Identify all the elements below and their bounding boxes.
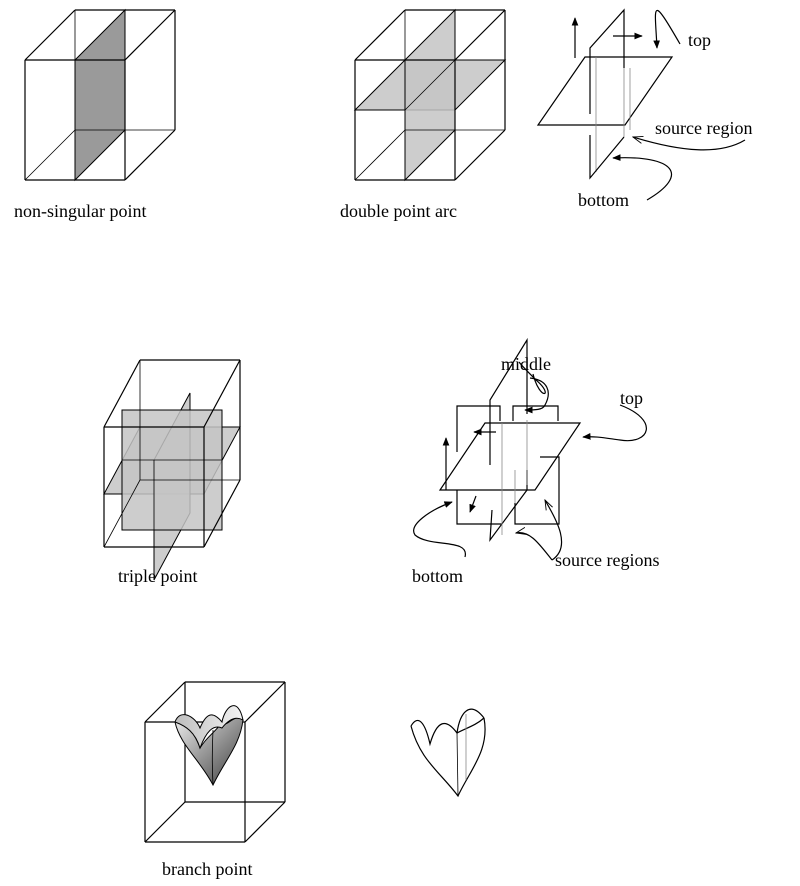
double-point-arc-figure xyxy=(355,10,505,180)
label-middle: middle xyxy=(501,354,551,374)
vertical-plane-lower xyxy=(590,135,624,178)
label-bottom: bottom xyxy=(578,190,629,210)
label-source-region: source region xyxy=(655,118,752,138)
label-triple-point: triple point xyxy=(118,566,198,586)
vertical-sheet xyxy=(75,10,125,180)
label-branch-point: branch point xyxy=(162,859,252,879)
normal-arrow-down xyxy=(470,496,476,512)
label-double-point-arc: double point arc xyxy=(340,201,457,221)
source-region-pointer xyxy=(633,137,745,150)
bottom-pointer xyxy=(414,502,466,557)
label-source-regions: source regions xyxy=(555,550,659,570)
non-singular-point-figure xyxy=(25,10,175,180)
double-point-arc-sheets xyxy=(538,10,745,200)
outline-rim xyxy=(411,709,484,744)
label-bottom-2: bottom xyxy=(412,566,463,586)
label-non-singular-point: non-singular point xyxy=(14,201,147,221)
vertical-sheet xyxy=(405,10,455,180)
top-pointer xyxy=(655,10,680,48)
source-regions-pointer-1 xyxy=(516,533,552,560)
vertical-sheet-fb xyxy=(122,410,222,530)
label-top: top xyxy=(688,30,711,50)
label-top-2: top xyxy=(620,388,643,408)
triple-point-figure xyxy=(104,360,240,580)
outline-body xyxy=(411,718,485,796)
branch-point-figure xyxy=(145,682,285,842)
branch-point-outline xyxy=(411,709,485,796)
horizontal-plane xyxy=(538,57,672,125)
top-pointer xyxy=(583,405,646,441)
